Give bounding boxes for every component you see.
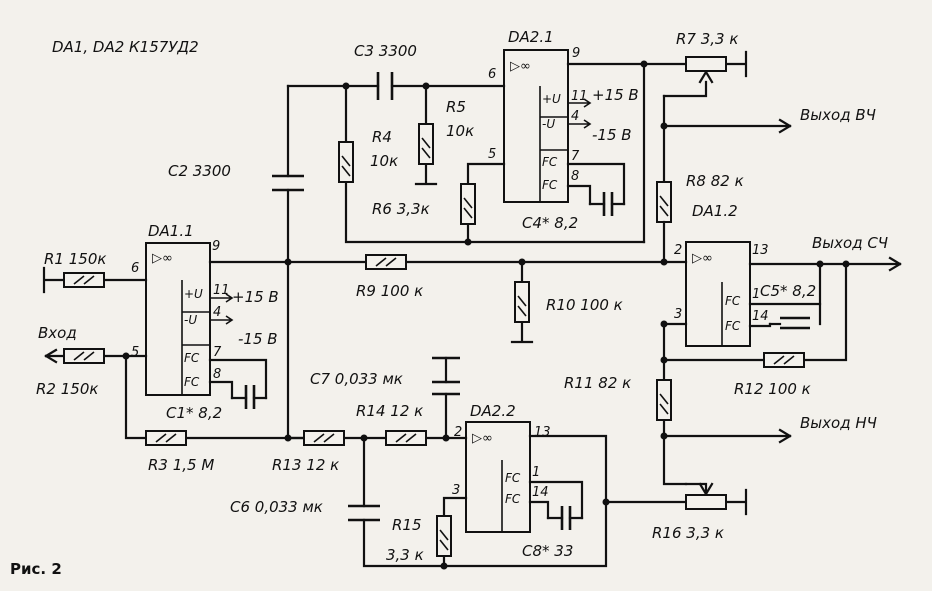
- svg-text:1: 1: [532, 465, 540, 480]
- svg-text:▷∞: ▷∞: [692, 251, 713, 266]
- opamp-da2-2: ▷∞ DA2.2 FC FC 2 3 13 1 14: [452, 402, 551, 533]
- r15-label: R15: [392, 516, 422, 534]
- svg-text:7: 7: [571, 149, 580, 164]
- svg-text:5: 5: [488, 147, 496, 162]
- svg-text:4: 4: [571, 109, 579, 124]
- r14-label: R14 12 к: [356, 402, 423, 420]
- r8-label: R8 82 к: [686, 172, 744, 190]
- r6-label: R6 3,3к: [372, 200, 430, 218]
- output-lf-label: Выход НЧ: [800, 414, 877, 432]
- svg-text:8: 8: [571, 169, 579, 184]
- c4-label: С4* 8,2: [522, 214, 578, 232]
- c6-label: С6 0,033 мк: [230, 498, 323, 516]
- svg-text:11: 11: [213, 283, 230, 298]
- svg-text:6: 6: [131, 261, 139, 276]
- r4-label: R4: [372, 128, 392, 146]
- svg-text:9: 9: [212, 239, 220, 254]
- svg-text:FC: FC: [725, 294, 741, 308]
- c8-label: С8* 33: [522, 542, 573, 560]
- svg-text:FC: FC: [505, 492, 521, 506]
- svg-text:3: 3: [674, 307, 682, 322]
- svg-text:+15 В: +15 В: [232, 288, 279, 306]
- svg-text:FC: FC: [184, 375, 200, 389]
- r3-label: R3 1,5 М: [148, 456, 214, 474]
- figure-caption: Рис. 2: [10, 560, 62, 578]
- svg-text:FC: FC: [725, 319, 741, 333]
- output-mf-label: Выход СЧ: [812, 234, 888, 252]
- svg-text:-U: -U: [184, 313, 197, 327]
- svg-text:-U: -U: [542, 117, 555, 131]
- svg-text:13: 13: [752, 243, 769, 258]
- svg-text:+15 В: +15 В: [592, 86, 639, 104]
- svg-text:9: 9: [572, 46, 580, 61]
- r5-value: 10к: [446, 122, 474, 140]
- opamp-da1-1: ▷∞ DA1.1 +U -U FC FC 9 6 5 11 4 7 8: [131, 222, 230, 396]
- svg-text:-15 В: -15 В: [238, 330, 278, 348]
- svg-text:FC: FC: [542, 178, 558, 192]
- input-label: Вход: [38, 324, 77, 342]
- svg-text:-15 В: -15 В: [592, 126, 632, 144]
- svg-text:FC: FC: [184, 351, 200, 365]
- svg-text:14: 14: [532, 485, 549, 500]
- chip-type-label: DA1, DA2 К157УД2: [52, 38, 199, 56]
- r2-label: R2 150к: [36, 380, 98, 398]
- c2-label: С2 3300: [168, 162, 231, 180]
- svg-text:2: 2: [674, 243, 682, 258]
- r12-label: R12 100 к: [734, 380, 811, 398]
- r16-label: R16 3,3 к: [652, 524, 724, 542]
- svg-text:DA1.2: DA1.2: [692, 202, 738, 220]
- svg-text:11: 11: [571, 89, 588, 104]
- r10-label: R10 100 к: [546, 296, 623, 314]
- r1-label: R1 150к: [44, 250, 106, 268]
- svg-text:▷∞: ▷∞: [510, 59, 531, 74]
- svg-text:DA2.1: DA2.1: [508, 28, 554, 46]
- opamp-da1-2: ▷∞ DA1.2 FC FC 2 3 13 1 14: [674, 202, 769, 347]
- svg-text:+U: +U: [184, 287, 203, 301]
- svg-text:▷∞: ▷∞: [152, 251, 173, 266]
- svg-text:4: 4: [213, 305, 221, 320]
- svg-text:1: 1: [752, 287, 760, 302]
- r11-label: R11 82 к: [564, 374, 631, 392]
- svg-text:3: 3: [452, 483, 460, 498]
- c5-label: С5* 8,2: [760, 282, 816, 300]
- svg-text:2: 2: [454, 425, 462, 440]
- svg-text:14: 14: [752, 309, 769, 324]
- svg-text:+U: +U: [542, 92, 561, 106]
- svg-text:6: 6: [488, 67, 496, 82]
- output-hf-label: Выход ВЧ: [800, 106, 876, 124]
- svg-text:DA1.1: DA1.1: [148, 222, 194, 240]
- svg-text:▷∞: ▷∞: [472, 431, 493, 446]
- svg-text:FC: FC: [542, 155, 558, 169]
- svg-text:13: 13: [534, 425, 551, 440]
- r7-label: R7 3,3 к: [676, 30, 738, 48]
- r5-label: R5: [446, 98, 466, 116]
- svg-text:FC: FC: [505, 471, 521, 485]
- r15-value: 3,3 к: [386, 546, 424, 564]
- svg-text:DA2.2: DA2.2: [470, 402, 516, 420]
- c1-label: С1* 8,2: [166, 404, 222, 422]
- c3-label: С3 3300: [354, 42, 417, 60]
- r13-label: R13 12 к: [272, 456, 339, 474]
- opamp-da2-1: ▷∞ DA2.1 +U -U FC FC 9 6 5 11 4 7 8: [488, 28, 588, 203]
- svg-text:8: 8: [213, 367, 221, 382]
- c7-label: С7 0,033 мк: [310, 370, 403, 388]
- svg-text:5: 5: [131, 345, 139, 360]
- svg-text:7: 7: [213, 345, 222, 360]
- r9-label: R9 100 к: [356, 282, 423, 300]
- r4-value: 10к: [370, 152, 398, 170]
